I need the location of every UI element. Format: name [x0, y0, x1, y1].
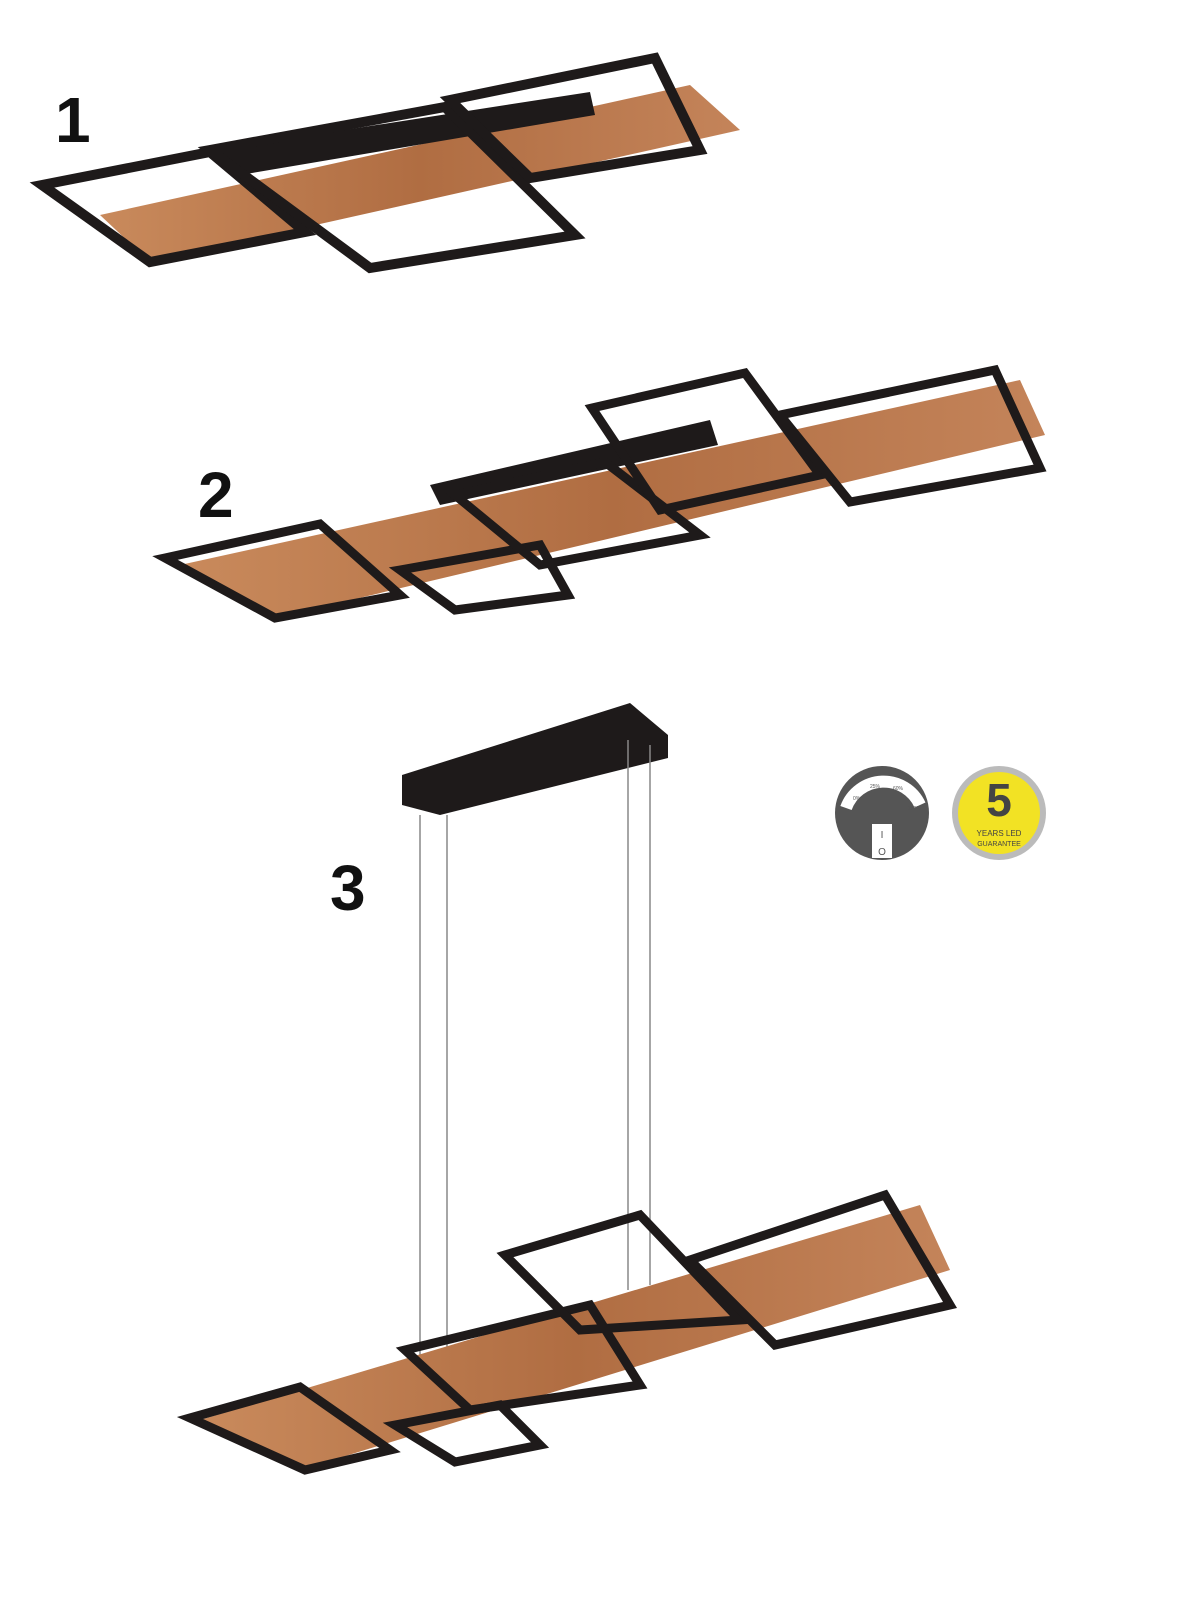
variant-number-3: 3 [330, 852, 366, 924]
guarantee-years: 5 [986, 774, 1012, 826]
guarantee-line2: GUARANTEE [977, 841, 1021, 848]
switch-dimmer-icon: 0% 25% 60% 100% I O [835, 766, 929, 860]
dimmer-level-0: 0% [853, 796, 861, 802]
variant-number-2: 2 [198, 459, 234, 531]
lamp-2 [152, 364, 1047, 623]
switch-on-label: I [881, 830, 884, 841]
lamp-3 [176, 703, 958, 1475]
dimmer-level-3: 100% [908, 806, 921, 812]
switch-off-label: O [878, 847, 886, 858]
variant-number-1: 1 [55, 84, 91, 156]
guarantee-badge-icon: 5 YEARS LED GUARANTEE [952, 766, 1046, 860]
dimmer-level-1: 25% [870, 784, 881, 790]
dimmer-level-2: 60% [893, 786, 904, 792]
guarantee-line1: YEARS LED [977, 829, 1022, 838]
lamp-1 [29, 52, 740, 274]
